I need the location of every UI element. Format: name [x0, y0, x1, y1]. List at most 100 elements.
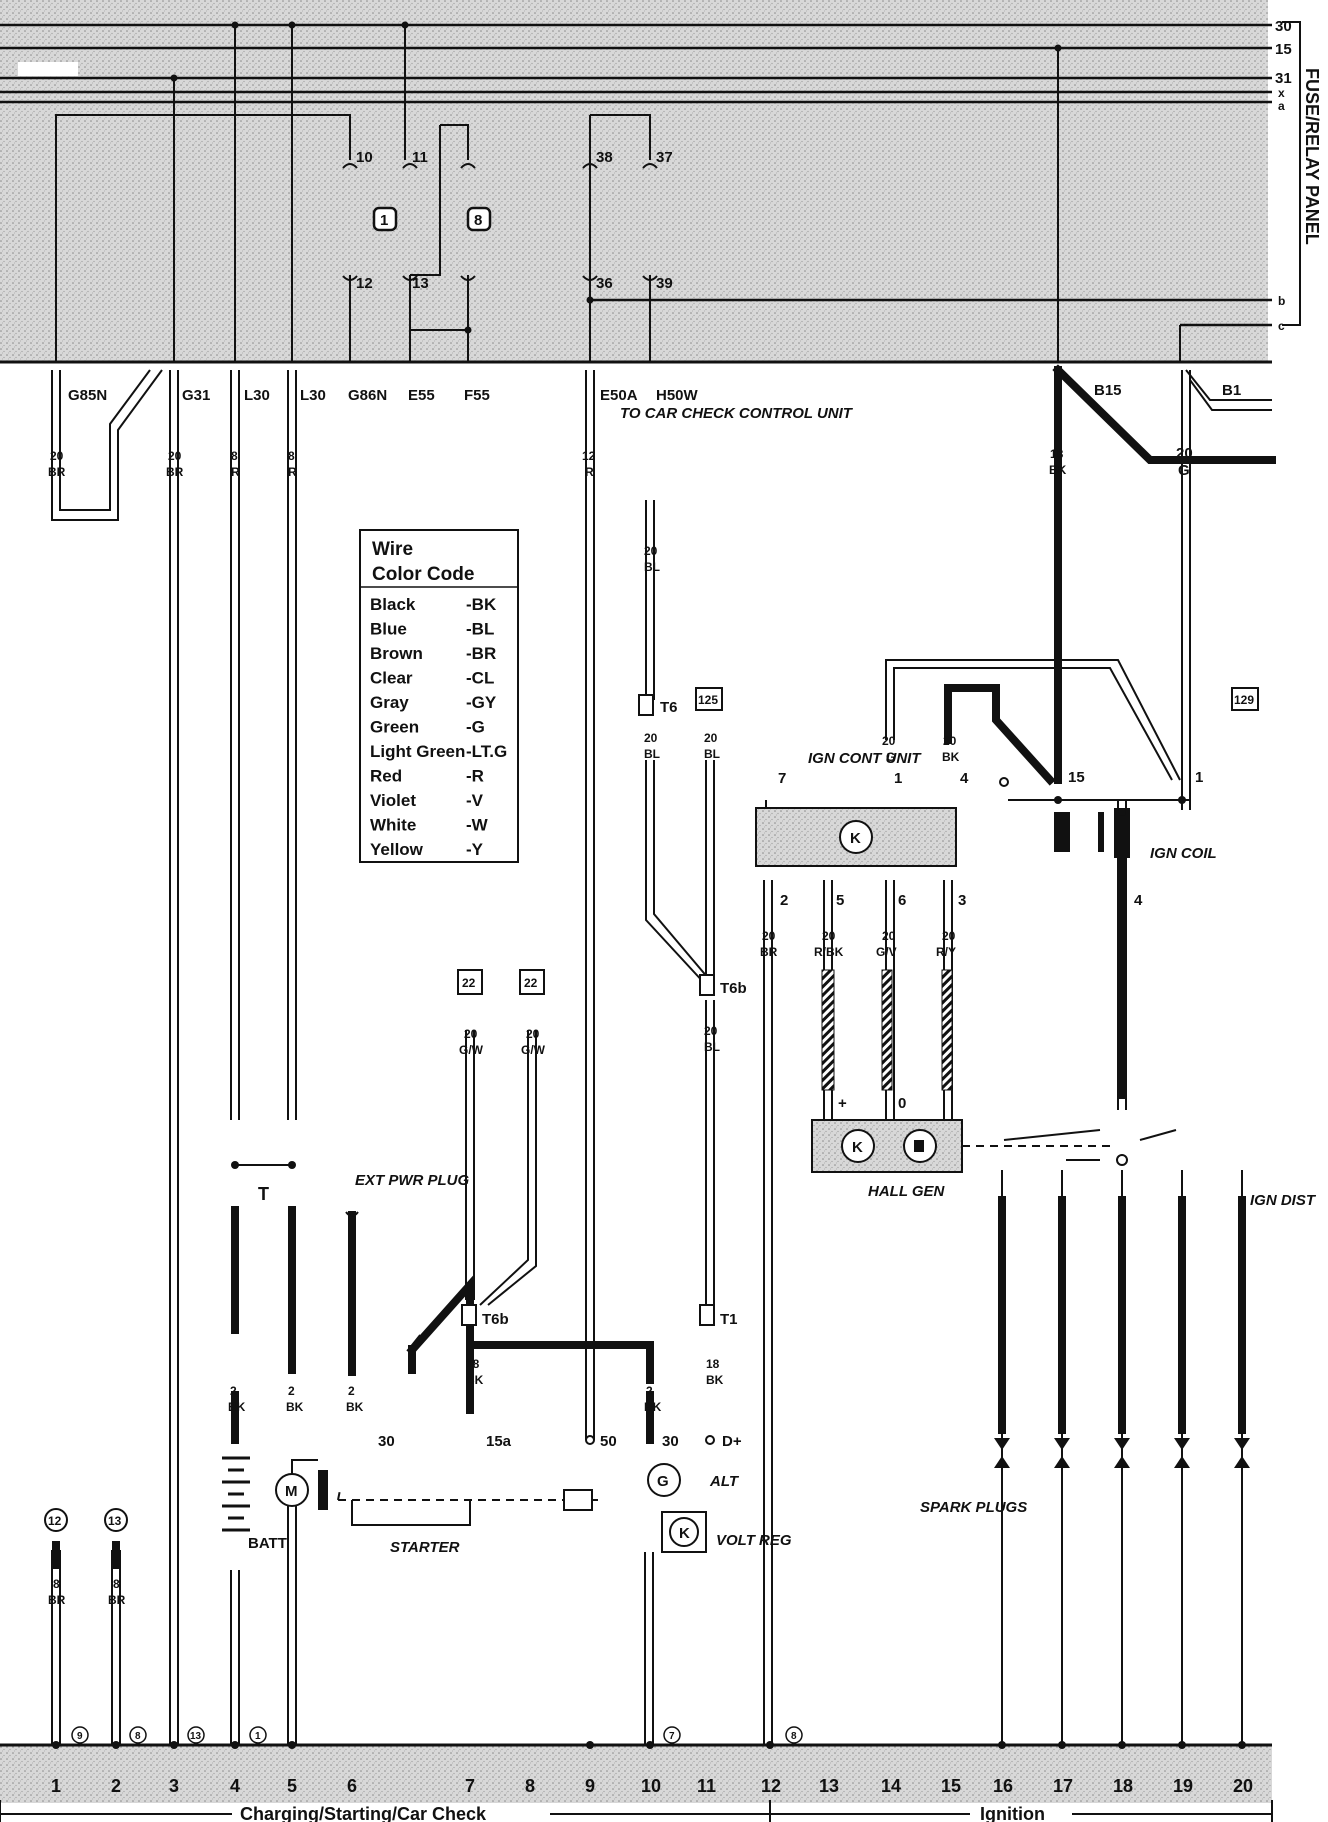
legend-color-name: Light Green — [370, 742, 465, 761]
conn-g31: G31 — [182, 387, 210, 404]
wire-b15-gauge: 18 — [1050, 447, 1064, 461]
t-junction-label: T — [258, 1184, 269, 1204]
t6b-gauge: 18 — [466, 1357, 480, 1371]
ign-pin-7: 7 — [778, 770, 786, 787]
conn-g85n: G85N — [68, 387, 107, 404]
relay-1-icon — [372, 206, 398, 232]
column-number: 20 — [1233, 1776, 1253, 1796]
wire-b1-color: G — [1178, 462, 1190, 479]
wire-g85n-gauge: 20 — [50, 449, 64, 463]
legend-color-code: -BL — [466, 620, 494, 639]
ref-125-box — [695, 687, 723, 711]
connector-t1-label: T1 — [720, 1311, 738, 1328]
ground-junction — [1118, 1741, 1126, 1749]
gw-gauge-a: 20 — [464, 1027, 478, 1041]
starter-term-15a: 15a — [486, 1433, 512, 1450]
ground-junction — [231, 1741, 239, 1749]
spark-plugs-label: SPARK PLUGS — [920, 1499, 1027, 1516]
legend-color-name: Red — [370, 767, 402, 786]
ground-junction — [1238, 1741, 1246, 1749]
ground-junction — [586, 1741, 594, 1749]
column-number: 17 — [1053, 1776, 1073, 1796]
terminal-38: 38 — [596, 149, 613, 166]
ign-pin-4: 4 — [960, 770, 969, 787]
ign-wire-br-color: BR — [760, 945, 778, 959]
ign-wire-ry-color: R/Y — [936, 945, 956, 959]
ground-junction — [998, 1741, 1006, 1749]
ign-pin-1: 1 — [894, 770, 902, 787]
batt-wire-color: BK — [228, 1400, 246, 1414]
ign-module-icon — [839, 820, 873, 854]
bl-color-low: BL — [704, 1040, 720, 1054]
ign-pin-6: 6 — [898, 892, 906, 909]
ign-coil-label: IGN COIL — [1150, 845, 1217, 862]
legend-color-code: -BR — [466, 644, 496, 663]
wire-e50a-color: R — [585, 465, 594, 479]
ign-wire-g-color: G — [886, 750, 895, 764]
conn-e50a: E50A — [600, 387, 638, 404]
terminal-13: 13 — [412, 275, 429, 292]
spark-plug-icons — [994, 1438, 1250, 1468]
legend-color-code: -R — [466, 767, 484, 786]
conn-l30-a: L30 — [244, 387, 270, 404]
conn-b15: B15 — [1094, 382, 1122, 399]
connector-t6b-label: T6b — [720, 980, 747, 997]
l30-wire-gauge: 2 — [288, 1384, 295, 1398]
ground-marker — [71, 1726, 89, 1744]
ign-wire-rbk-color: R/BK — [814, 945, 844, 959]
conn-h50w: H50W — [656, 387, 699, 404]
legend-color-name: Violet — [370, 791, 416, 810]
ground-marker-label: 8 — [791, 1731, 797, 1742]
heavy-cables — [52, 364, 1276, 1569]
alt-term-dplus: D+ — [722, 1433, 742, 1450]
striped-wire-g-v — [881, 969, 893, 1091]
legend-color-code: -G — [466, 718, 485, 737]
legend-title-1: Wire — [372, 539, 413, 560]
bus-label-a: a — [1278, 99, 1285, 113]
ign-wire-gv-gauge: 20 — [882, 929, 896, 943]
ground-junction — [112, 1741, 120, 1749]
ign-wire-bk-color: BK — [942, 750, 960, 764]
conn-b1: B1 — [1222, 382, 1241, 399]
bl-gauge-mid: 20 — [644, 731, 658, 745]
bus-label-c: c — [1278, 319, 1285, 333]
ground-marker — [129, 1726, 147, 1744]
ref-125-label: 125 — [698, 693, 718, 707]
ign-pin-3: 3 — [958, 892, 966, 909]
legend-color-code: -BK — [466, 595, 497, 614]
ground-wire-b-color: BR — [108, 1593, 126, 1607]
ground-marker — [663, 1726, 681, 1744]
ground-ref-13-label: 13 — [108, 1514, 122, 1528]
ground-marker — [249, 1726, 267, 1744]
wire-g31-color: BR — [166, 465, 184, 479]
column-number: 9 — [585, 1776, 595, 1796]
volt-reg-label: VOLT REG — [716, 1532, 792, 1549]
wire-l30a-color: R — [231, 465, 240, 479]
batt-label: BATT — [248, 1535, 287, 1552]
ign-module-glyph: K — [850, 830, 861, 847]
hall-sensor-glyph: K — [852, 1139, 863, 1156]
t6b-color: BK — [466, 1373, 484, 1387]
relay-8-label: 8 — [474, 212, 482, 229]
column-number: 13 — [819, 1776, 839, 1796]
ground-ref-12 — [44, 1508, 68, 1532]
ground-ref-13 — [104, 1508, 128, 1532]
wire-l30b-gauge: 8 — [288, 449, 295, 463]
ground-wire-a-color: BR — [48, 1593, 66, 1607]
alt-wire-color: BK — [644, 1400, 662, 1414]
ext-wire-color: BK — [346, 1400, 364, 1414]
conn-g86n: G86N — [348, 387, 387, 404]
column-number: 8 — [525, 1776, 535, 1796]
ground-junction — [646, 1741, 654, 1749]
terminal-37: 37 — [656, 149, 673, 166]
conn-e55: E55 — [408, 387, 435, 404]
ground-junction — [52, 1741, 60, 1749]
column-number: 5 — [287, 1776, 297, 1796]
legend-color-name: White — [370, 816, 416, 835]
column-number: 2 — [111, 1776, 121, 1796]
solenoid-icon — [563, 1489, 593, 1511]
volt-reg-glyph: K — [679, 1525, 690, 1542]
bl-color-right: BL — [704, 747, 720, 761]
volt-reg-icon — [669, 1517, 699, 1547]
ign-pin-5: 5 — [836, 892, 844, 909]
